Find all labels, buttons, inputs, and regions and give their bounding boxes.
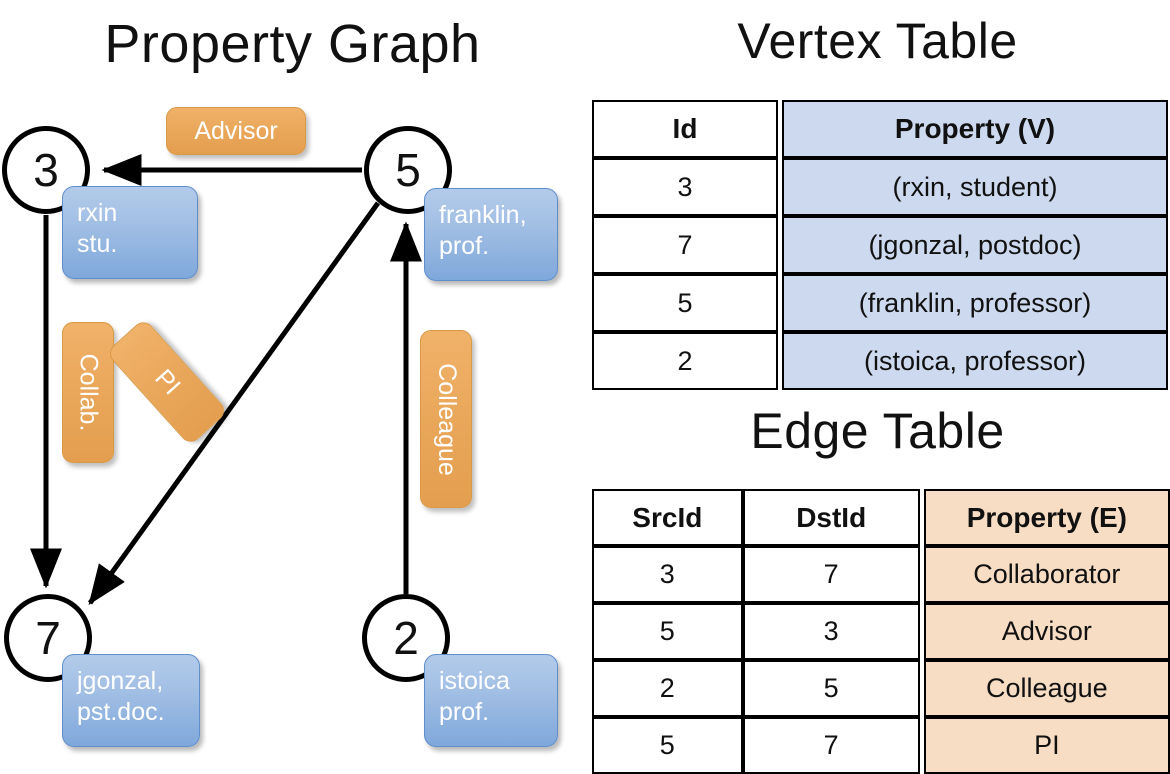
column-gap [919,546,924,603]
edge-cell-dstid: 7 [742,546,920,603]
column-gap [919,660,924,717]
column-gap [778,158,782,216]
column-gap [919,489,924,546]
graph-node-5[interactable]: 5 [364,126,452,214]
edge-pi-5-to-7 [87,201,381,606]
edge-property-label-pi: PI [149,363,186,400]
vertex-col-header-id: Id [592,100,778,158]
vertex-table: Id Property (V) 3 (rxin, student) 7 (jgo… [592,100,1168,390]
table-row: 3 7 Collaborator [592,546,1170,603]
edge-cell-dstid: 5 [742,660,920,717]
edge-property-label-colleague: Colleague [432,362,461,476]
edge-cell-srcid: 5 [592,717,743,774]
vertex-col-header-property: Property (V) [782,100,1168,158]
graph-node-2[interactable]: 2 [362,594,450,682]
table-row: 5 7 PI [592,717,1170,774]
table-row: 5 3 Advisor [592,603,1170,660]
edge-col-header-property: Property (E) [923,489,1170,546]
vertex-cell-id: 5 [592,274,778,332]
column-gap [778,274,782,332]
column-gap [778,216,782,274]
table-row: 5 (franklin, professor) [592,274,1168,332]
edge-cell-property: PI [923,717,1170,774]
column-gap [919,717,924,774]
table-row: 3 (rxin, student) [592,158,1168,216]
edge-cell-property: Collaborator [923,546,1170,603]
page-title-vertex-table: Vertex Table [737,13,1018,69]
vertex-property-bubble-2: istoica prof. [424,654,558,747]
edge-col-header-dstid: DstId [742,489,920,546]
table-header-row: SrcId DstId Property (E) [592,489,1170,546]
graph-edges-layer [30,154,422,606]
property-graph-panel: Property Graph 3 5 7 2 rxin stu. frankli… [0,0,585,760]
edge-property-bubble-colleague: Colleague [420,330,472,508]
vertex-property-bubble-3: rxin stu. [62,186,198,279]
vertex-property-bubble-7: jgonzal, pst.doc. [62,654,200,747]
edge-cell-srcid: 5 [592,603,743,660]
edge-table: SrcId DstId Property (E) 3 7 Collaborato… [592,489,1170,774]
column-gap [778,332,782,390]
table-row: 7 (jgonzal, postdoc) [592,216,1168,274]
vertex-property-bubble-5: franklin, prof. [424,188,558,281]
edge-cell-dstid: 7 [742,717,920,774]
edge-property-bubble-advisor: Advisor [166,107,306,155]
edge-cell-dstid: 3 [742,603,920,660]
edge-cell-srcid: 3 [592,546,743,603]
vertex-cell-property: (istoica, professor) [782,332,1168,390]
vertex-cell-id: 7 [592,216,778,274]
vertex-cell-id: 2 [592,332,778,390]
vertex-cell-property: (rxin, student) [782,158,1168,216]
table-row: 2 5 Colleague [592,660,1170,717]
table-row: 2 (istoica, professor) [592,332,1168,390]
page-title-edge-table: Edge Table [750,403,1005,459]
column-gap [778,100,782,158]
vertex-cell-id: 3 [592,158,778,216]
vertex-cell-property: (jgonzal, postdoc) [782,216,1168,274]
vertex-cell-property: (franklin, professor) [782,274,1168,332]
edge-cell-property: Colleague [923,660,1170,717]
edge-property-label-advisor: Advisor [194,116,278,145]
edge-col-header-srcid: SrcId [592,489,743,546]
table-header-row: Id Property (V) [592,100,1168,158]
edge-property-bubble-collab: Collab. [62,322,114,463]
column-gap [919,603,924,660]
edge-cell-srcid: 2 [592,660,743,717]
edge-cell-property: Advisor [923,603,1170,660]
page-title-property-graph: Property Graph [104,14,481,74]
edge-property-label-collab: Collab. [74,353,103,432]
